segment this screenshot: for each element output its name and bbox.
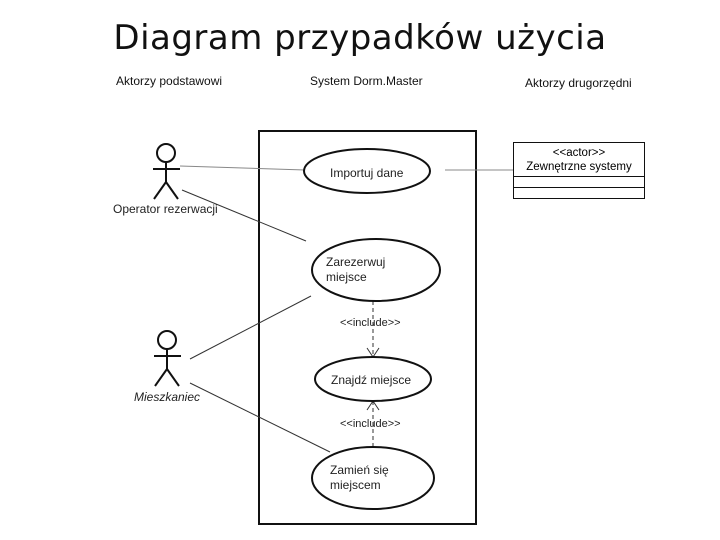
- use-case-reserve: [311, 238, 441, 302]
- assoc-resident-reserve: [189, 295, 312, 360]
- actor-resident-figure: [154, 330, 181, 387]
- use-case-reserve-label-2: miejsce: [326, 270, 367, 284]
- actor-operator-figure: [153, 143, 180, 200]
- actor-external-label: Zewnętrzne systemy: [526, 161, 632, 173]
- use-case-swap: [311, 446, 435, 510]
- actor-external-stereotype: <<actor>>: [552, 147, 606, 159]
- include-label-1: <<include>>: [340, 317, 401, 329]
- header-primary-actors: Aktorzy podstawowi: [116, 74, 223, 88]
- actor-resident-label: Mieszkaniec: [134, 390, 201, 404]
- page-title: Diagram przypadków użycia: [113, 18, 607, 58]
- use-case-find-label: Znajdź miejsce: [331, 373, 412, 387]
- header-system: System Dorm.Master: [310, 74, 423, 88]
- system-boundary: [258, 130, 477, 525]
- assoc-operator-reserve: [181, 189, 307, 242]
- actor-operator-label: Operator rezerwacji: [113, 202, 218, 216]
- header-secondary-actors: Aktorzy drugorzędni: [525, 76, 632, 90]
- use-case-import: [303, 148, 431, 194]
- actor-external-attributes: [514, 177, 644, 188]
- actor-external-box: <<actor>> Zewnętrzne systemy: [513, 142, 645, 199]
- assoc-operator-import: [179, 165, 306, 171]
- use-case-reserve-label-1: Zarezerwuj: [326, 255, 386, 269]
- use-case-swap-label-1: Zamień się: [330, 463, 389, 477]
- use-case-import-label: Importuj dane: [330, 166, 404, 180]
- actor-external-name: <<actor>> Zewnętrzne systemy: [514, 143, 644, 177]
- use-case-swap-label-2: miejscem: [330, 478, 381, 492]
- assoc-resident-swap: [189, 382, 331, 453]
- use-case-find: [314, 356, 432, 402]
- include-label-2: <<include>>: [340, 418, 401, 430]
